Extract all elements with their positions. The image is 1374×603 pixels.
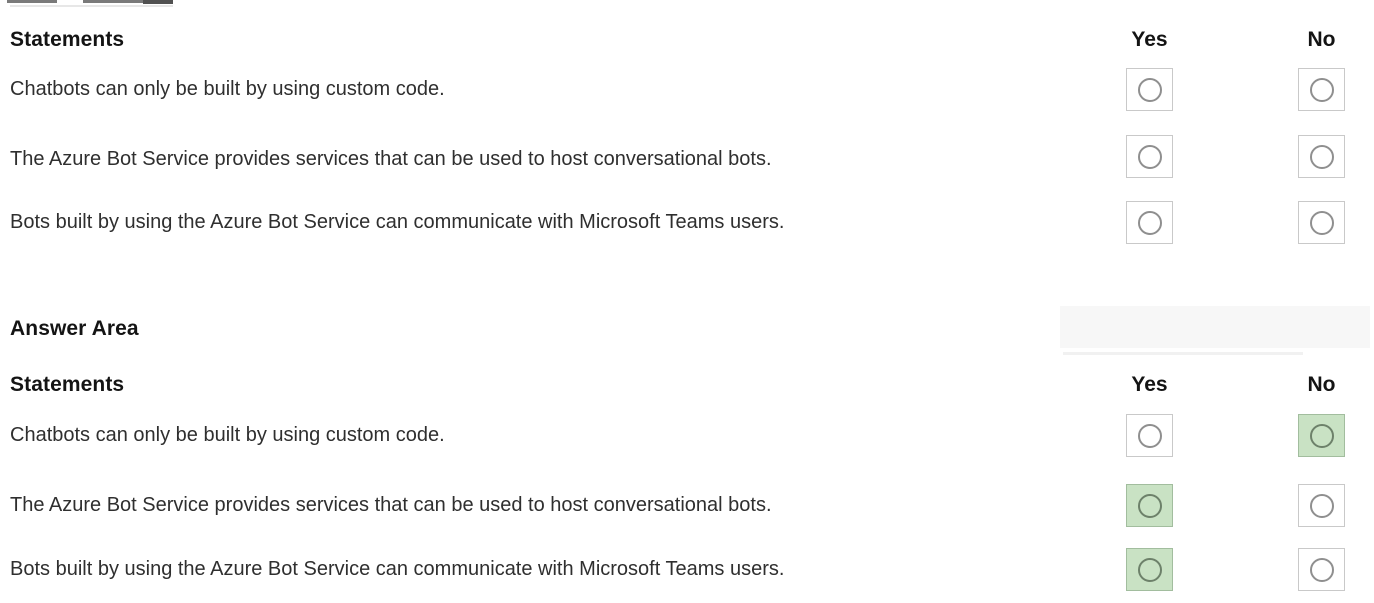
radio-no[interactable] (1298, 135, 1345, 178)
cropped-text-fragment (10, 5, 173, 7)
radio-yes[interactable] (1126, 414, 1173, 457)
statements-column-header: Statements (10, 373, 125, 396)
radio-yes[interactable] (1126, 484, 1173, 527)
radio-circle-icon (1309, 210, 1334, 235)
radio-circle-icon (1137, 493, 1162, 518)
statement-text: The Azure Bot Service provides services … (10, 148, 772, 170)
radio-yes[interactable] (1126, 68, 1173, 111)
radio-circle-icon (1137, 557, 1162, 582)
no-column-header: No (1307, 28, 1336, 51)
answer-area-highlight-strip (1060, 306, 1370, 348)
cropped-text-fragment (7, 0, 57, 3)
yes-column-header: Yes (1131, 373, 1168, 396)
radio-circle-icon (1137, 210, 1162, 235)
answer-area-strip-underline (1063, 352, 1303, 355)
radio-no[interactable] (1298, 548, 1345, 591)
radio-circle-icon (1309, 557, 1334, 582)
cropped-text-fragment (143, 0, 173, 4)
radio-no[interactable] (1298, 414, 1345, 457)
statement-text: Chatbots can only be built by using cust… (10, 78, 445, 100)
yes-column-header: Yes (1131, 28, 1168, 51)
statement-text: Bots built by using the Azure Bot Servic… (10, 558, 785, 580)
statement-text: Bots built by using the Azure Bot Servic… (10, 211, 785, 233)
statements-column-header: Statements (10, 28, 125, 51)
radio-yes[interactable] (1126, 135, 1173, 178)
cropped-text-fragment (83, 0, 143, 3)
radio-yes[interactable] (1126, 201, 1173, 244)
radio-circle-icon (1309, 423, 1334, 448)
no-column-header: No (1307, 373, 1336, 396)
radio-no[interactable] (1298, 68, 1345, 111)
statement-text: The Azure Bot Service provides services … (10, 494, 772, 516)
radio-yes[interactable] (1126, 548, 1173, 591)
radio-circle-icon (1137, 423, 1162, 448)
answer-area-title: Answer Area (10, 317, 139, 340)
radio-no[interactable] (1298, 484, 1345, 527)
statement-text: Chatbots can only be built by using cust… (10, 424, 445, 446)
radio-circle-icon (1309, 77, 1334, 102)
radio-no[interactable] (1298, 201, 1345, 244)
radio-circle-icon (1137, 144, 1162, 169)
radio-circle-icon (1137, 77, 1162, 102)
radio-circle-icon (1309, 493, 1334, 518)
radio-circle-icon (1309, 144, 1334, 169)
